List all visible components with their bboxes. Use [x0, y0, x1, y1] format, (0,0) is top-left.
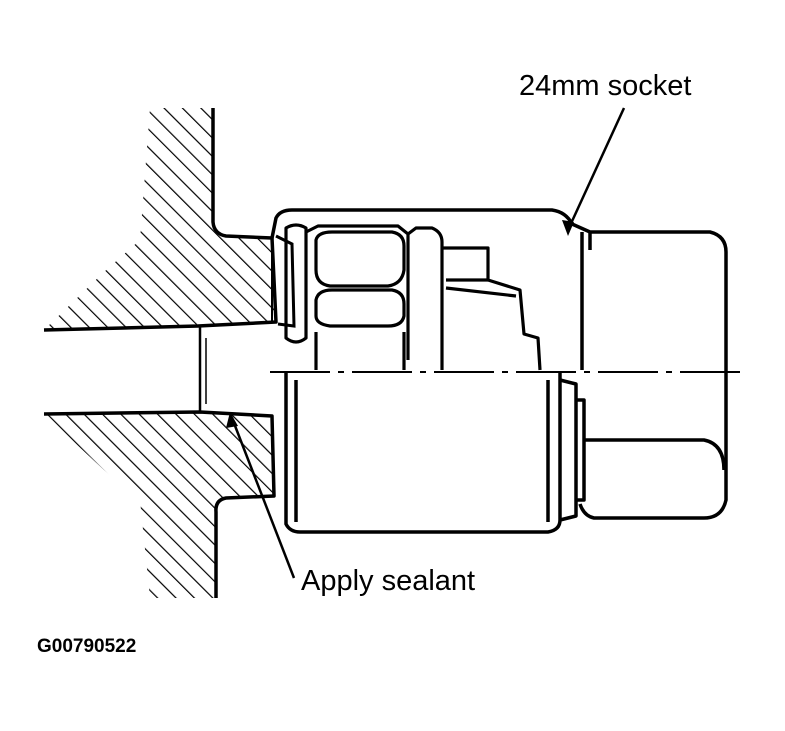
socket-outline — [270, 208, 728, 520]
sealant-label: Apply sealant — [301, 565, 476, 597]
socket-size-label: 24mm socket — [519, 70, 692, 102]
figure-code-label: G00790522 — [37, 636, 137, 657]
sensor-body-lower — [284, 372, 726, 534]
housing-upper-section — [43, 108, 278, 332]
housing-lower-section — [43, 410, 276, 598]
socket-leader-line — [562, 107, 626, 236]
sealant-leader-line — [226, 412, 296, 579]
seal-ring — [275, 234, 296, 328]
sensor-hex-flange — [284, 223, 542, 371]
port-bore — [198, 238, 273, 412]
